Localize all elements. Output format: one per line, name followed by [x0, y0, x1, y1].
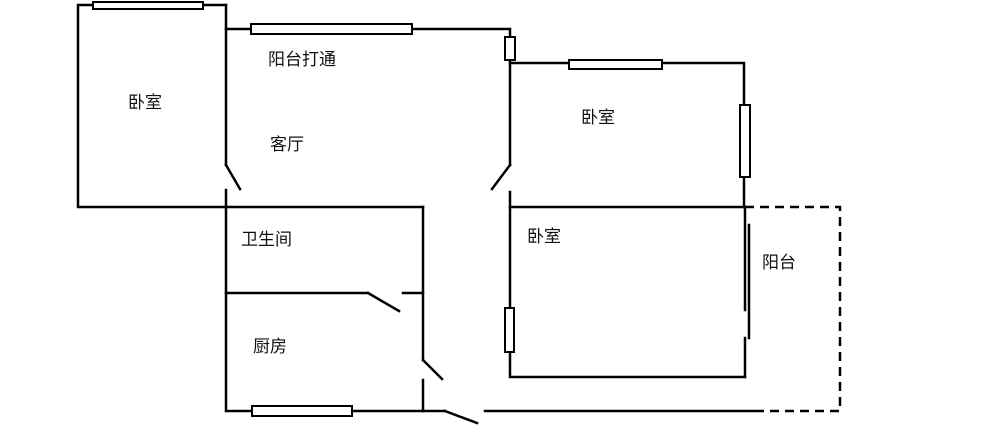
window-bedroom-left	[92, 1, 204, 10]
room-label-balcony: 阳台	[762, 253, 796, 273]
door-kitchen	[421, 358, 444, 381]
room-label-bedroom-right-top: 卧室	[581, 108, 615, 128]
room-label-kitchen: 厨房	[253, 337, 287, 357]
door-bathroom	[366, 291, 401, 313]
room-label-balcony-opened: 阳台打通	[268, 50, 336, 70]
door-entry	[443, 409, 479, 425]
window-living	[250, 23, 413, 35]
room-label-bathroom: 卫生间	[241, 230, 292, 250]
door-bedroom-left	[224, 163, 242, 191]
wall-bedroom-right-top	[508, 61, 746, 209]
balcony-outline	[745, 205, 842, 413]
room-label-bedroom-right-bottom: 卧室	[527, 227, 561, 247]
window-living-side	[504, 36, 516, 61]
window-kitchen	[251, 405, 353, 417]
room-label-bedroom-left: 卧室	[128, 93, 162, 113]
window-bedroom-right-top	[568, 59, 663, 70]
room-label-living-room: 客厅	[270, 135, 304, 155]
wall-living-right-lower	[508, 190, 747, 379]
wall-bath-kitchen-left	[224, 188, 425, 413]
door-living-right	[490, 163, 512, 191]
window-bedroom-right-east	[739, 104, 751, 178]
window-bedroom-right-bottom	[504, 307, 515, 353]
